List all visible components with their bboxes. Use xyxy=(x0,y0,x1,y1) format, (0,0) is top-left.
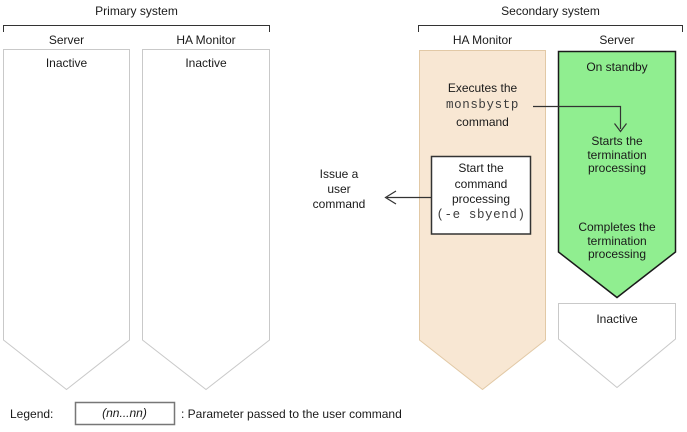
secondary-system-title: Secondary system xyxy=(501,4,600,18)
legend-description: : Parameter passed to the user command xyxy=(181,407,402,421)
primary-ha-monitor-status: Inactive xyxy=(185,56,227,70)
secondary-server-inactive-shape xyxy=(558,303,676,389)
box-line1: Start the xyxy=(458,161,504,175)
executes-line2: command xyxy=(456,115,509,129)
secondary-ha-monitor-header: HA Monitor xyxy=(452,33,513,47)
legend-label: Legend: xyxy=(10,407,54,421)
secondary-server-completes-label: Completes the termination processing xyxy=(578,220,656,261)
arrow-left-head xyxy=(384,190,397,205)
issue-user-command-label: Issue a user command xyxy=(312,167,366,211)
box-param-text: (-e sbyend) xyxy=(436,207,526,222)
legend-box-text: (nn...nn) xyxy=(102,406,147,420)
primary-server-header: Server xyxy=(48,33,85,47)
secondary-server-header: Server xyxy=(599,33,635,47)
primary-system-bracket xyxy=(3,25,270,32)
command-processing-box-label: Start the command processing (-e sbyend) xyxy=(431,161,531,223)
legend-sample-box xyxy=(74,401,176,426)
primary-system-title: Primary system xyxy=(95,4,178,18)
secondary-server-inactive-status: Inactive xyxy=(596,312,638,326)
secondary-server-standby-label: On standby xyxy=(586,60,648,74)
arrow-down-head xyxy=(614,123,627,133)
box-line2: command xyxy=(454,176,508,191)
secondary-system-bracket xyxy=(418,25,683,32)
command-processing-box xyxy=(430,155,532,235)
executes-command-label: Executes the monsbystp command xyxy=(419,80,546,131)
secondary-server-column-shape xyxy=(557,50,677,299)
monsbystp-command-text: monsbystp xyxy=(446,98,519,112)
secondary-server-starts-label: Starts the termination processing xyxy=(587,134,647,175)
primary-ha-monitor-column-shape xyxy=(142,49,270,391)
primary-server-column-shape xyxy=(3,49,130,391)
box-line3: processing xyxy=(451,192,511,206)
primary-ha-monitor-header: HA Monitor xyxy=(176,33,236,47)
monsbystp-arrow-line xyxy=(533,105,622,129)
executes-line1: Executes the xyxy=(447,81,518,95)
primary-server-status: Inactive xyxy=(45,56,88,70)
